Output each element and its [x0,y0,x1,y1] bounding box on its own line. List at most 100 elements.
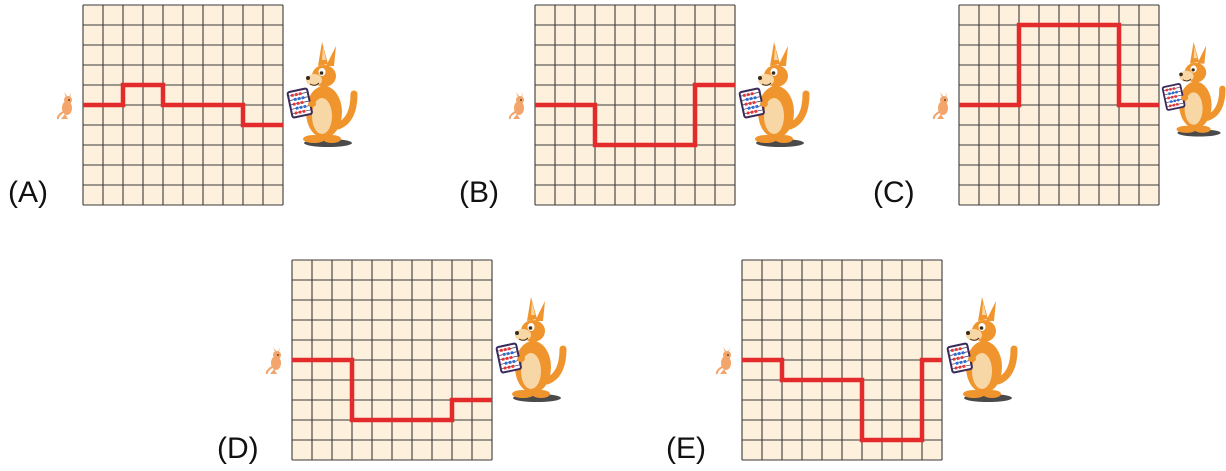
eye [944,99,946,101]
option-label: (C) [873,176,915,209]
baby-kangaroo-icon [715,347,731,375]
nose [1179,72,1183,77]
abacus-bead [749,96,753,101]
abacus-bead [959,360,963,365]
abacus-bead [746,92,750,97]
inner-ear [531,302,535,315]
abacus-bead [952,357,956,361]
head [723,351,731,359]
abacus-icon [1161,83,1186,111]
abacus-bead [511,364,515,368]
ear [945,92,947,97]
foot [983,390,1001,398]
mouth [518,337,529,341]
feet [720,369,727,374]
foot [1176,125,1197,133]
belly [312,98,332,134]
foot [323,135,341,143]
tail [56,111,64,120]
abacus-bead [303,104,307,109]
feet [937,114,944,119]
abacus-bead [747,106,751,110]
inner-ear [982,302,986,315]
abacus-bead [958,365,962,369]
abacus-icon [738,87,765,119]
nose [758,76,762,80]
foot [532,390,550,398]
feet [270,369,277,374]
abacus-bead [299,105,303,110]
head [64,96,72,104]
abacus-bead [744,102,748,106]
abacus-bead [290,93,294,98]
abacus-bead [503,366,507,370]
ear [778,46,788,66]
abacus-bead [504,361,508,365]
abacus-bead [962,364,966,368]
inner-ear [774,47,778,60]
feet [513,114,520,119]
option-label: (D) [217,432,259,465]
abacus-bead [750,92,754,96]
abacus-bead [963,359,967,364]
abacus-bead [301,96,305,100]
abacus-bead [1172,103,1176,107]
abacus-bead [748,101,752,106]
tail [508,111,516,120]
paw [308,101,316,107]
belly [1184,92,1203,125]
abacus-bead [1170,95,1174,99]
abacus-bead [1174,95,1178,98]
ear [64,92,67,97]
head [940,96,948,104]
abacus-icon [946,342,973,374]
tail [932,111,940,120]
path-line [535,82,735,148]
abacus-bead [302,109,306,113]
tail [265,366,273,375]
abacus-bead [1173,99,1177,103]
kangaroo-with-abacus-icon [738,42,810,147]
inner-ear [322,47,326,60]
abacus-bead [752,100,756,105]
abacus-bead [292,102,296,106]
option-label: (E) [666,432,706,465]
body [271,356,281,370]
abacus-bead [509,355,513,360]
abacus-bead [1175,90,1178,94]
abacus-bead [1169,87,1172,91]
eye [520,99,522,101]
kangaroo-with-abacus-icon [946,297,1018,402]
ear [69,92,71,97]
eye [277,354,279,356]
kangaroo-with-abacus-icon [286,42,358,147]
abacus-bead [961,351,965,355]
tail [715,366,723,375]
abacus-bead [499,348,503,353]
abacus-bead [512,359,516,364]
foot [1194,125,1211,133]
abacus-bead [507,347,511,351]
abacus-bead [955,361,959,365]
paw [760,101,768,107]
abacus-bead [753,96,757,100]
baby-kangaroo-icon [508,92,524,120]
path-line [292,357,492,423]
pupil [319,71,324,75]
eye [68,99,70,101]
ear [728,347,730,352]
abacus-bead [1169,100,1173,104]
body [938,101,948,115]
abacus-bead [1176,98,1180,102]
belly [521,353,541,389]
snout [758,74,774,86]
tail [994,345,1018,385]
abacus-bead [294,111,298,115]
abacus-bead [750,110,754,114]
tail [334,90,358,130]
abacus-bead [954,366,958,370]
abacus-bead [957,351,961,356]
mouth [1182,78,1192,82]
abacus-bead [1175,102,1179,106]
ear [1197,45,1207,64]
